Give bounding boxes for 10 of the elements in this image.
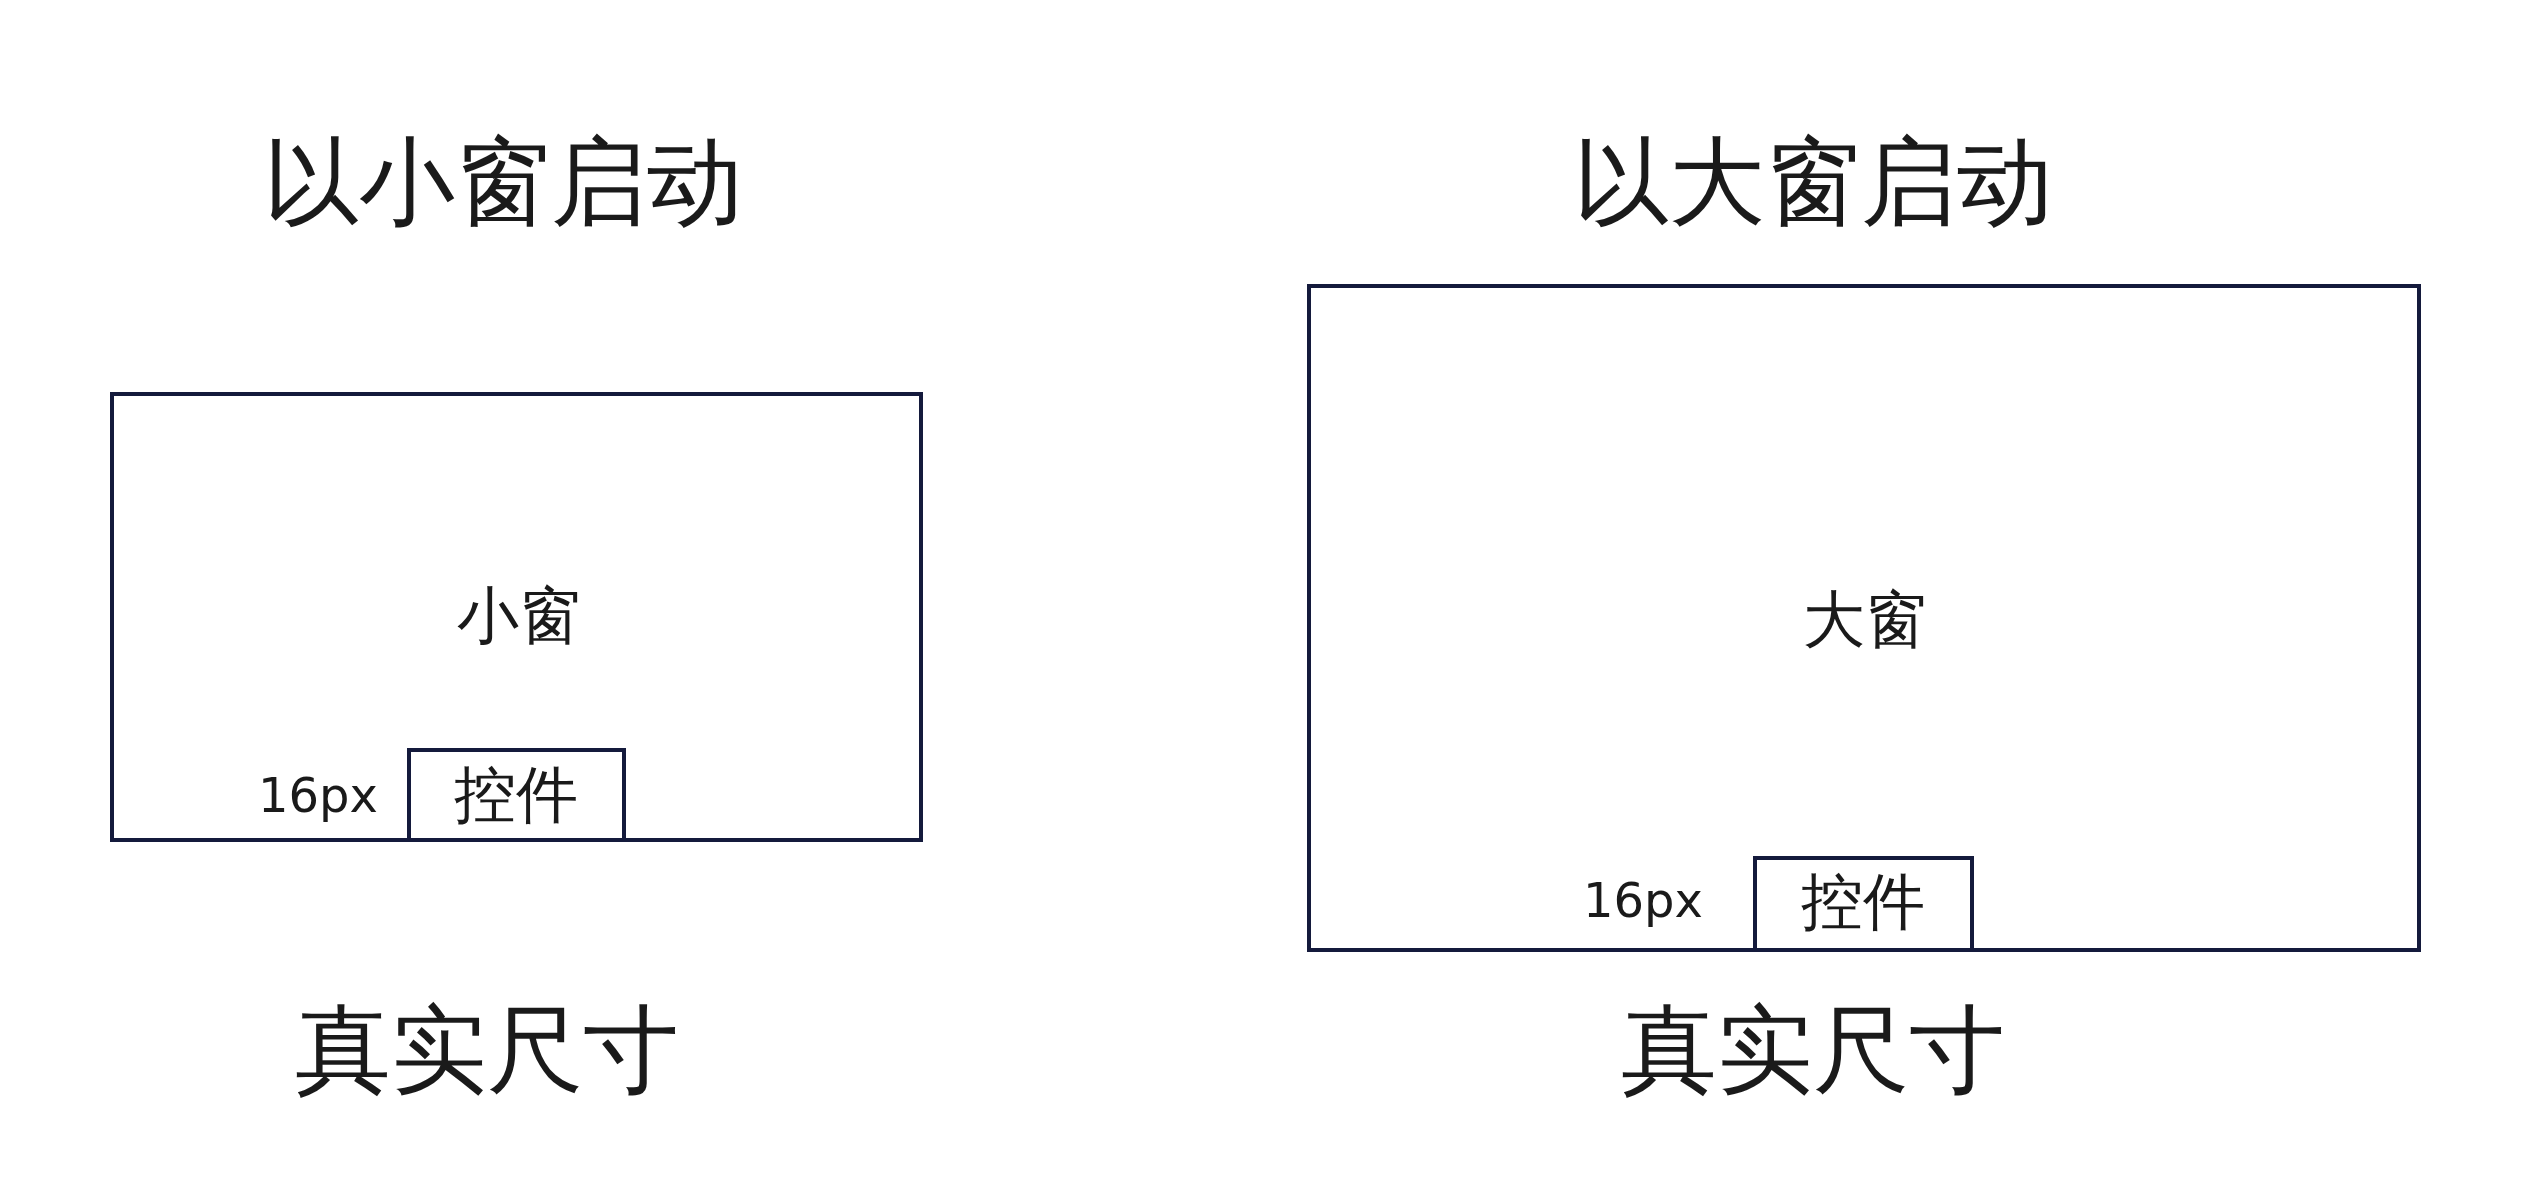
window-heading: 以大窗启动 [1573, 130, 2053, 236]
control-label: 控件 [1801, 868, 1925, 937]
control-label: 控件 [454, 761, 578, 830]
caption-text: 真实尺寸 [1621, 998, 2005, 1104]
dimension-text: 16px [1583, 873, 1703, 927]
window-heading: 以小窗启动 [263, 130, 743, 236]
caption-text: 真实尺寸 [295, 998, 679, 1104]
window-label: 小窗 [457, 582, 581, 651]
dimension-text: 16px [258, 768, 378, 822]
window-label: 大窗 [1803, 586, 1927, 655]
